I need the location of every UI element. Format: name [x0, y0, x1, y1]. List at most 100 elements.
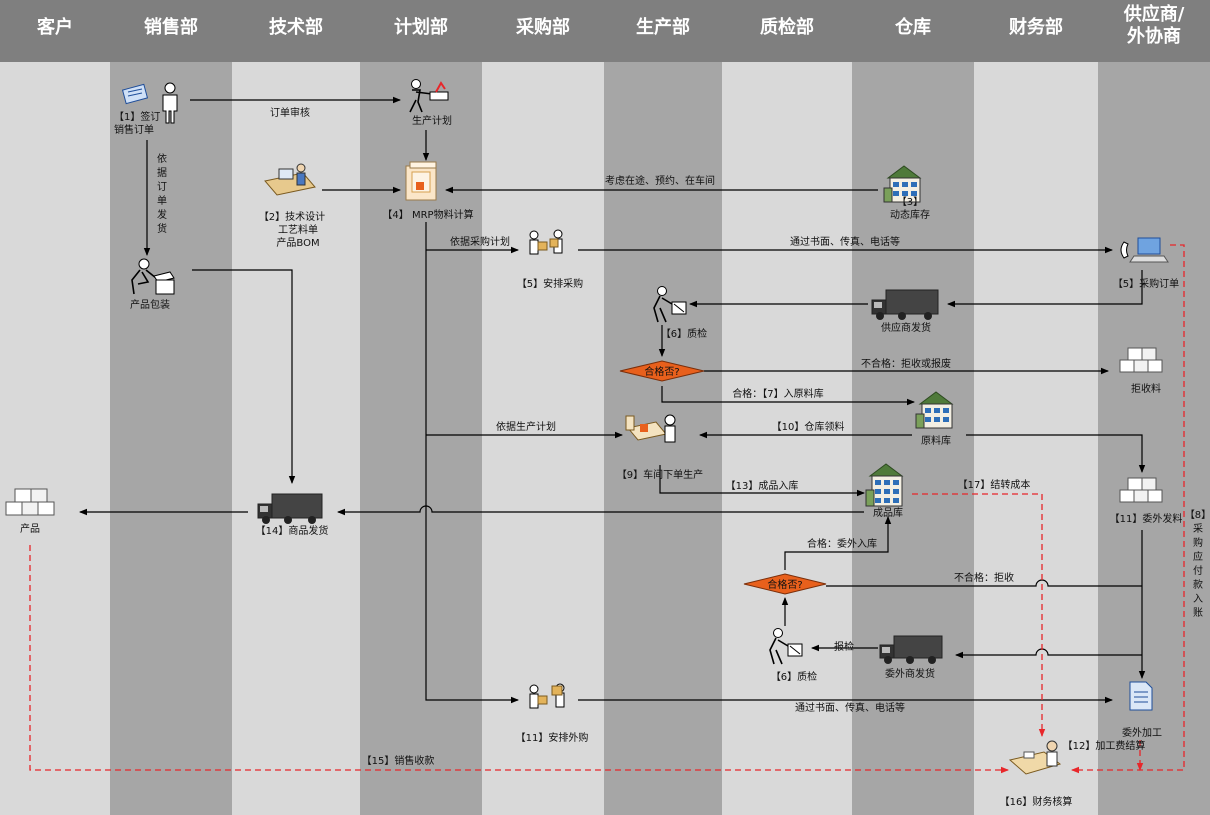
stacked-char: 入 — [1193, 594, 1203, 605]
stacked-char: 采 — [1193, 523, 1203, 535]
lane-headers: 客户销售部技术部计划部采购部生产部质检部仓库财务部供应商/外协商 — [37, 3, 1185, 47]
decision-2-label: 合格否? — [767, 578, 802, 591]
packing-label: 产品包装 — [130, 298, 170, 311]
buyers-icon — [529, 683, 565, 709]
lane-purchase — [482, 0, 604, 815]
truck-icon — [257, 493, 323, 524]
truck-icon — [871, 289, 939, 320]
raw-store-label: 原料库 — [921, 434, 951, 447]
lane-header-tech: 技术部 — [269, 16, 323, 38]
stacked-char: 款 — [1193, 578, 1203, 591]
edge-raw-to-outsource — [966, 434, 1146, 473]
stacked-char: 货 — [157, 222, 167, 235]
stacked-char: 账 — [1193, 607, 1203, 619]
boxes-icon — [5, 488, 55, 516]
processing-fee-label: 【12】加工费结算 — [1063, 739, 1146, 752]
tech-design-label-2: 工艺料单 — [278, 223, 318, 236]
edge-sales-receipt — [29, 545, 1009, 774]
edge-label-consider: 考虑在途、预约、在车间 — [605, 174, 715, 187]
lane-supplier — [1098, 0, 1210, 815]
lane-header-finance: 财务部 — [1009, 16, 1063, 38]
edge-label-sales-receipt: 【15】销售收款 — [362, 754, 435, 767]
document-icon — [1129, 681, 1153, 711]
sign-order-label-1: 【1】签订 — [114, 110, 160, 123]
customer-product-label: 产品 — [20, 522, 40, 535]
inspector-icon — [653, 286, 687, 323]
edge-pass-outsource — [784, 516, 892, 570]
edge-label-via-comm-1: 通过书面、传真、电话等 — [790, 235, 900, 248]
stacked-char: 依 — [157, 152, 167, 165]
lane-header-plan: 计划部 — [394, 16, 448, 38]
warehouse-building-icon — [865, 463, 904, 507]
designer-desk-icon — [264, 163, 316, 196]
node-icons — [5, 79, 1169, 775]
lane-header-supplier: 供应商/ — [1123, 3, 1185, 25]
lane-customer — [0, 0, 110, 815]
packing-person-icon — [131, 258, 175, 295]
edge-label-by-prod-plan: 依据生产计划 — [496, 420, 556, 433]
edge-payable — [1071, 244, 1185, 774]
stacked-char: 据 — [157, 166, 167, 179]
edge-label-order-review: 订单审核 — [270, 106, 310, 119]
header-band — [0, 0, 1210, 62]
edge-label-via-comm-2: 通过书面、传真、电话等 — [795, 701, 905, 714]
edge-finished-to-ship — [337, 505, 864, 516]
stacked-char: 应 — [1193, 550, 1203, 563]
edge-label-cost-transfer: 【17】结转成本 — [958, 478, 1031, 491]
edge-label-reject-2: 不合格：拒收 — [954, 571, 1014, 584]
inspector-icon — [769, 628, 803, 665]
stacked-char: 订 — [157, 181, 167, 193]
purchase-order-label: 【5】采购订单 — [1113, 277, 1179, 290]
tech-design-label-3: 产品BOM — [276, 236, 319, 249]
dyn-inventory-label-2: 动态库存 — [890, 208, 930, 221]
stacked-char: 付 — [1193, 564, 1203, 577]
buyers-icon — [529, 229, 563, 255]
edge-mrp-spine — [425, 222, 519, 704]
workshop-icon — [625, 414, 676, 443]
lane-qc — [722, 0, 852, 815]
edge-label-picking: 【10】仓库领料 — [772, 420, 845, 433]
outsource-issue-label: 【11】委外发料 — [1110, 512, 1183, 525]
edge-label-reject-1: 不合格：拒收或报废 — [861, 357, 951, 370]
stacked-char: 单 — [157, 195, 167, 207]
stacked-char: 【8】 — [1185, 509, 1210, 521]
decision-qualified-2: 合格否? — [743, 573, 827, 595]
truck-icon — [879, 635, 943, 664]
prod-plan-label: 生产计划 — [412, 114, 452, 127]
finished-store-label: 成品库 — [873, 506, 903, 519]
lane-production — [604, 0, 722, 815]
finance-flows — [29, 244, 1185, 774]
boxes-icon — [1119, 477, 1163, 503]
lane-tech — [232, 0, 360, 815]
qc1-label: 【6】质检 — [661, 327, 707, 340]
lane-header-qc: 质检部 — [760, 16, 814, 38]
edge-workshop-to-finished — [659, 465, 865, 497]
mrp-box-icon — [405, 161, 437, 201]
accountant-icon — [1008, 740, 1062, 775]
lane-header-production: 生产部 — [636, 16, 690, 38]
edge-label-pass-outsource: 合格：委外入库 — [807, 537, 877, 550]
edge-label-inspect: 报检 — [834, 640, 854, 653]
phone-laptop-icon — [1120, 237, 1169, 263]
lane-header-supplier: 外协商 — [1127, 25, 1181, 47]
decision-qualified-1: 合格否? — [619, 360, 705, 382]
reject-material-label: 拒收料 — [1131, 382, 1161, 395]
lane-sales — [110, 0, 232, 815]
decision-1-label: 合格否? — [644, 365, 679, 378]
planner-icon — [409, 79, 449, 113]
edge-order-to-supplier-ship — [947, 270, 1143, 308]
lane-header-warehouse: 仓库 — [894, 16, 931, 38]
fin-accounting-label: 【16】财务核算 — [1000, 795, 1073, 808]
sign-order-label-2: 销售订单 — [114, 123, 154, 136]
edge-label-finished-in: 【13】成品入库 — [726, 479, 799, 492]
boxes-icon — [1119, 347, 1163, 373]
connectors — [79, 96, 1146, 704]
edge-packing-to-ship — [192, 269, 296, 484]
outsource-process-label: 委外加工 — [1122, 726, 1162, 739]
